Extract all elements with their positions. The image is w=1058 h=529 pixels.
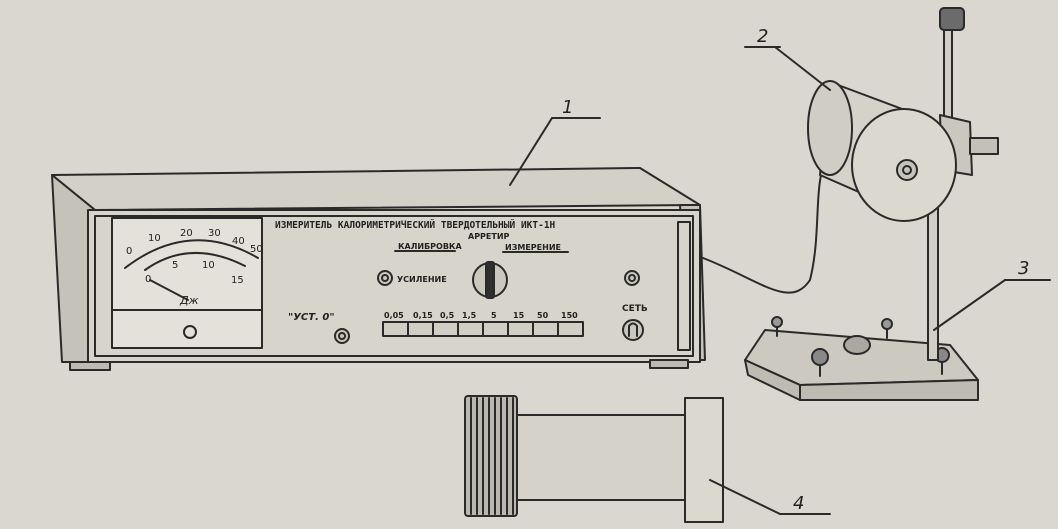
device-title: ИЗМЕРИТЕЛЬ КАЛОРИМЕТРИЧЕСКИЙ ТВЕРДОТЕЛЬН… xyxy=(275,219,556,231)
scale-outer-30: 30 xyxy=(208,228,221,239)
zero-set-knob[interactable] xyxy=(334,328,350,344)
range-label-1: 0,05 xyxy=(384,311,404,320)
callout-2: 2 xyxy=(757,26,768,47)
scale-inner-15: 15 xyxy=(231,275,244,286)
sensor-head xyxy=(807,80,999,222)
scale-outer-40: 40 xyxy=(232,236,245,247)
calorimeter-unit: 0 10 20 30 40 50 0 5 10 15 Дж ИЗМЕРИТЕЛЬ… xyxy=(51,167,706,371)
label-arrest: АРРЕТИР xyxy=(468,232,510,241)
meter-zero-screw xyxy=(183,325,197,339)
gain-knob[interactable] xyxy=(377,270,393,286)
callout-4: 4 xyxy=(793,493,804,514)
scale-outer-10: 10 xyxy=(148,233,161,244)
calibration-insert xyxy=(464,395,724,523)
output-socket[interactable] xyxy=(624,270,640,286)
mode-selector-knob[interactable] xyxy=(472,261,508,299)
scale-inner-0: 0 xyxy=(145,274,151,285)
stand xyxy=(744,7,979,401)
callout-1: 1 xyxy=(562,97,573,118)
range-button-strip[interactable] xyxy=(382,321,584,337)
scale-inner-5: 5 xyxy=(172,260,178,271)
sensor-cable xyxy=(702,169,823,294)
scale-outer-50: 50 xyxy=(250,244,263,255)
stand-knob[interactable] xyxy=(843,335,871,355)
range-label-5: 5 xyxy=(491,311,497,320)
label-zero-set: "УСТ. 0" xyxy=(288,312,335,323)
callout-3: 3 xyxy=(1018,258,1029,279)
label-power: СЕТЬ xyxy=(622,304,648,314)
range-label-8: 150 xyxy=(561,311,578,320)
meter-unit: Дж xyxy=(179,294,199,307)
label-measure: ИЗМЕРЕНИЕ xyxy=(505,243,561,252)
label-gain: УСИЛЕНИЕ xyxy=(397,275,447,284)
scale-inner-10: 10 xyxy=(202,260,215,271)
range-label-3: 0,5 xyxy=(440,311,455,320)
range-label-2: 0,15 xyxy=(413,311,433,320)
range-label-7: 50 xyxy=(537,311,549,320)
scale-outer-20: 20 xyxy=(180,228,193,239)
range-label-6: 15 xyxy=(513,311,525,320)
range-label-4: 1,5 xyxy=(462,311,477,320)
label-calibration: КАЛИБРОВКА xyxy=(398,242,462,251)
scale-outer-0: 0 xyxy=(126,246,132,257)
callouts: 1 2 3 4 xyxy=(509,26,1051,515)
